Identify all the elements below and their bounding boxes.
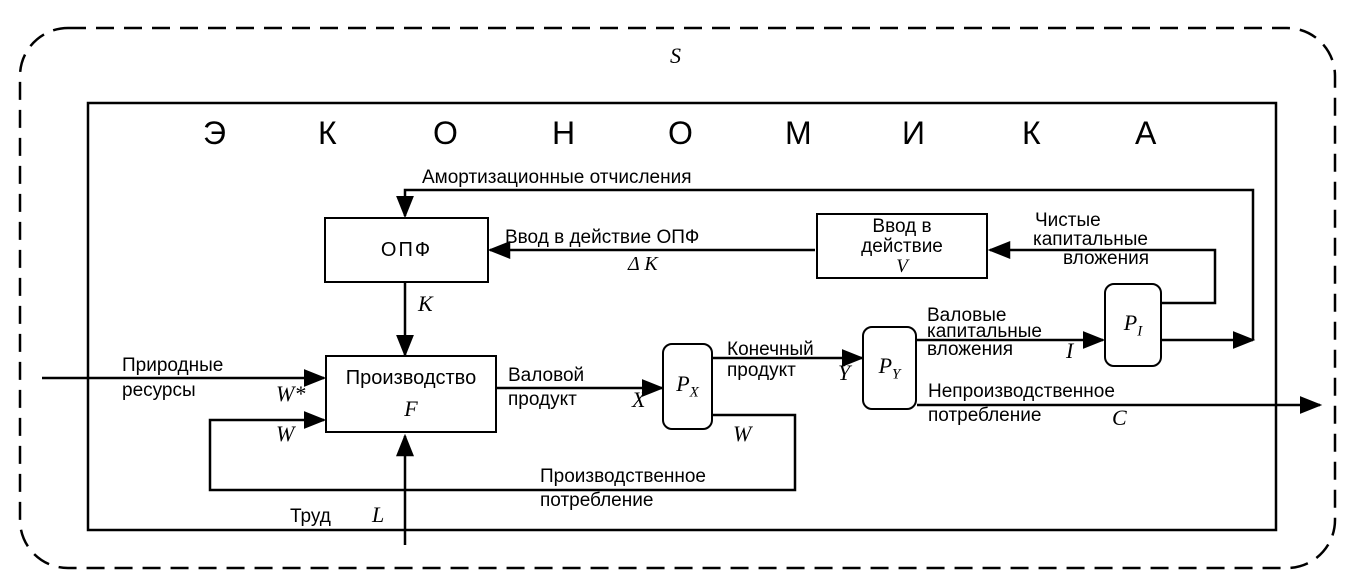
economy-letter: И bbox=[902, 115, 925, 151]
px-sub: X bbox=[689, 384, 699, 401]
gross-inv-label-2: капитальные bbox=[927, 321, 1042, 342]
economy-letter: М bbox=[785, 115, 812, 151]
py-box: PY bbox=[862, 326, 917, 410]
natural-label-1: Природные bbox=[122, 355, 224, 376]
economy-letter: О bbox=[668, 115, 693, 151]
nonprod-label-1: Непроизводственное bbox=[928, 381, 1115, 402]
economy-frame bbox=[86, 101, 1278, 532]
economy-letter: Н bbox=[552, 115, 576, 151]
w-out-label: W bbox=[733, 421, 752, 446]
production-label: Производство bbox=[345, 366, 477, 389]
labor-label: Труд bbox=[290, 506, 331, 527]
final-label-1: Конечный bbox=[727, 339, 814, 360]
i-label: I bbox=[1066, 338, 1074, 363]
prod-cons-label-1: Производственное bbox=[540, 466, 706, 487]
economy-letter: К bbox=[1022, 115, 1041, 151]
commissioning-label: Ввод в действие ОПФ bbox=[505, 227, 700, 248]
final-label-2: продукт bbox=[727, 360, 796, 381]
production-var: F bbox=[404, 395, 418, 421]
input-label-1: Ввод в bbox=[872, 215, 932, 237]
net-inv-label-1: Чистые bbox=[1035, 210, 1101, 231]
pi-box: PI bbox=[1104, 283, 1162, 367]
x-label: X bbox=[632, 387, 646, 412]
pi-main: P bbox=[1123, 309, 1138, 335]
nonprod-label-2: потребление bbox=[928, 405, 1042, 426]
px-box: PX bbox=[662, 343, 713, 430]
px-main: P bbox=[676, 371, 690, 397]
gross-label-2: продукт bbox=[508, 389, 577, 410]
l-label: L bbox=[372, 502, 385, 527]
pi-sub: I bbox=[1137, 323, 1143, 340]
net-inv-line bbox=[987, 241, 1217, 305]
opf-label: ОПФ bbox=[380, 238, 433, 261]
k-label: K bbox=[418, 291, 433, 316]
gross-inv-label-3: вложения bbox=[927, 339, 1013, 360]
w-loop-line bbox=[208, 411, 797, 492]
depreciation-label: Амортизационные отчисления bbox=[422, 167, 692, 188]
net-inv-label-2: капитальные bbox=[1033, 229, 1148, 250]
y-label: Y bbox=[838, 360, 851, 385]
gross-label-1: Валовой bbox=[508, 365, 585, 386]
net-inv-label-3: вложения bbox=[1063, 248, 1149, 269]
production-box: Производство F bbox=[325, 355, 497, 433]
opf-box: ОПФ bbox=[324, 217, 489, 283]
depreciation-line bbox=[396, 188, 1255, 340]
py-sub: Y bbox=[892, 366, 901, 383]
system-boundary bbox=[18, 26, 1337, 570]
gross-inv-label-1: Валовые bbox=[927, 305, 1007, 326]
prod-cons-label-2: потребление bbox=[540, 490, 654, 511]
economy-letter: Э bbox=[203, 115, 226, 151]
economy-letter: О bbox=[433, 115, 458, 151]
input-box: Ввод в действие V bbox=[816, 213, 988, 279]
economy-letter: К bbox=[318, 115, 337, 151]
py-main: P bbox=[878, 352, 893, 378]
w-star-label: W* bbox=[276, 381, 306, 406]
input-label-2: действие bbox=[861, 235, 943, 257]
input-var: V bbox=[896, 255, 908, 277]
economy-letter: А bbox=[1135, 115, 1157, 151]
system-label: S bbox=[670, 43, 681, 68]
natural-label-2: ресурсы bbox=[122, 380, 196, 401]
w-label: W bbox=[276, 421, 295, 446]
c-label: C bbox=[1112, 405, 1127, 430]
delta-k-label: Δ K bbox=[628, 253, 658, 275]
